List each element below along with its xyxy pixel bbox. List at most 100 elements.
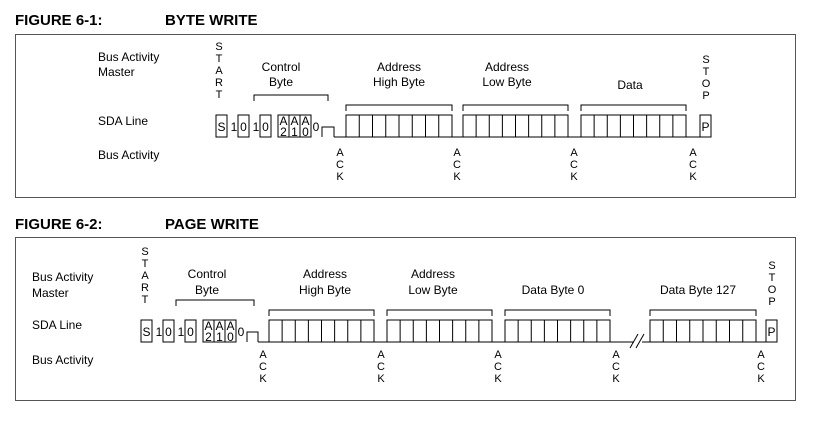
row-label-sda-line: SDA Line	[98, 114, 148, 128]
bit-s: S	[142, 325, 150, 339]
bit-box	[184, 319, 197, 343]
ack-letter: K	[757, 373, 765, 385]
ack-letter: K	[377, 373, 385, 385]
ack-letter: A	[689, 147, 697, 159]
ack-label-2: A C K	[453, 147, 461, 183]
field-label-addr-high-1: Address	[377, 60, 421, 74]
figure-2-title: PAGE WRITE	[165, 216, 259, 233]
ack-letter: K	[689, 171, 697, 183]
ack-letter: K	[259, 373, 267, 385]
ack-letter: K	[494, 373, 502, 385]
bit-a2-num: 2	[205, 330, 212, 344]
row-label-bus-activity-master-2: Master	[98, 65, 135, 79]
ack-letter: C	[570, 159, 578, 171]
figure-2-frame: Bus Activity Master SDA Line Bus Activit…	[15, 237, 796, 401]
field-label-addr-low-1: Address	[485, 60, 529, 74]
stop-letter: P	[702, 90, 709, 102]
bit-box	[237, 114, 250, 138]
brace-addr-high	[268, 309, 375, 316]
bit-stop-box	[699, 114, 712, 138]
bit-stop-box	[765, 319, 778, 343]
field-label-data127: Data Byte 127	[660, 283, 736, 297]
ack-letter: C	[453, 159, 461, 171]
bit-0: 0	[240, 120, 247, 134]
start-letter: S	[215, 41, 222, 53]
ack-letter: C	[336, 159, 344, 171]
ack-label-4: A C K	[612, 349, 620, 385]
ack-letter: A	[336, 147, 344, 159]
row-label-bus-activity: Bus Activity	[98, 148, 159, 162]
stop-letter: O	[768, 284, 777, 296]
stop-letter: S	[702, 54, 709, 66]
start-letter: T	[216, 53, 223, 65]
bit-a2-letter: A	[204, 319, 212, 333]
ack-letter: A	[494, 349, 502, 361]
start-letter: A	[215, 65, 223, 77]
ack-letter: A	[570, 147, 578, 159]
stop-letter: S	[768, 260, 775, 272]
start-label: S T A R T	[215, 41, 223, 101]
ack-letter: A	[453, 147, 461, 159]
ack-letter: A	[377, 349, 385, 361]
bit-start-box	[215, 114, 228, 138]
break-mark	[635, 333, 645, 349]
ack-label-3: A C K	[570, 147, 578, 183]
ack-label-5: A C K	[757, 349, 765, 385]
byte-write-diagram: Bus Activity Master SDA Line Bus Activit…	[98, 41, 712, 183]
ack-letter: C	[494, 361, 502, 373]
field-label-control-1: Control	[262, 60, 301, 74]
page-write-diagram: Bus Activity Master SDA Line Bus Activit…	[32, 246, 778, 385]
brace-addr-low	[462, 104, 569, 111]
field-label-addr-low-2: Low Byte	[482, 75, 532, 89]
figure-1-label: FIGURE 6-1:	[15, 12, 103, 29]
stop-letter: T	[703, 66, 710, 78]
field-label-addr-high-2: High Byte	[373, 75, 425, 89]
bit-s: S	[217, 120, 225, 134]
bit-p: P	[701, 120, 709, 134]
ack-letter: C	[612, 361, 620, 373]
bit-1: 1	[178, 325, 185, 339]
ack-label-2: A C K	[377, 349, 385, 385]
ack-letter: C	[689, 159, 697, 171]
bit-1: 1	[156, 325, 163, 339]
bit-0: 0	[165, 325, 172, 339]
field-label-control-2: Byte	[195, 283, 219, 297]
row-label-bus-activity-master-1: Bus Activity	[32, 270, 93, 284]
ack-letter: A	[612, 349, 620, 361]
brace-control	[175, 299, 255, 306]
break-mark	[629, 333, 639, 349]
ack-label-1: A C K	[336, 147, 344, 183]
start-letter: S	[141, 246, 148, 258]
start-label: S T A R T	[141, 246, 149, 306]
ack-label-4: A C K	[689, 147, 697, 183]
stop-label: S T O P	[768, 260, 777, 308]
start-letter: R	[141, 282, 149, 294]
start-letter: A	[141, 270, 149, 282]
bit-a1-letter: A	[290, 114, 298, 128]
brace-addr-low	[386, 309, 493, 316]
field-label-addr-low-1: Address	[411, 267, 455, 281]
brace-control	[253, 94, 329, 101]
brace-data0	[504, 309, 611, 316]
bit-a2-num: 2	[280, 125, 287, 139]
stop-letter: T	[769, 272, 776, 284]
field-label-data: Data	[617, 78, 643, 92]
field-label-data0: Data Byte 0	[522, 283, 585, 297]
bit-box	[259, 114, 272, 138]
bit-start-box	[140, 319, 153, 343]
stop-label: S T O P	[702, 54, 711, 102]
bit-a0-letter: A	[301, 114, 309, 128]
figure-2-label: FIGURE 6-2:	[15, 216, 103, 233]
bit-box	[162, 319, 175, 343]
bit-1: 1	[253, 120, 260, 134]
brace-addr-high	[345, 104, 453, 111]
bit-a0-num: 0	[302, 125, 309, 139]
field-label-addr-low-2: Low Byte	[408, 283, 458, 297]
ack-gap	[321, 126, 335, 137]
bit-rw: 0	[313, 120, 320, 134]
ack-label-1: A C K	[259, 349, 267, 385]
ack-letter: A	[757, 349, 765, 361]
bit-p: P	[767, 325, 775, 339]
figure-1-title: BYTE WRITE	[165, 12, 258, 29]
brace-data127	[649, 309, 757, 316]
